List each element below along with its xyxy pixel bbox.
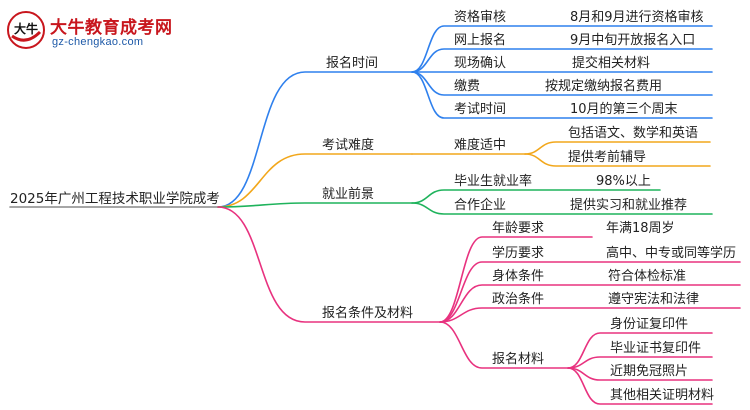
sub-subjects: 包括语文、数学和英语 [568, 126, 699, 141]
sub-diploma-copy: 毕业证书复印件 [610, 341, 702, 356]
value-physical-condition: 符合体检标准 [608, 269, 687, 284]
node-age-requirement: 年龄要求 [492, 221, 545, 236]
root-node: 2025年广州工程技术职业学院成考 [10, 191, 220, 207]
branch-requirements-materials: 报名条件及材料 [322, 306, 414, 321]
sub-other-proofs: 其他相关证明材料 [610, 388, 715, 403]
node-payment: 缴费 [454, 79, 481, 94]
value-payment: 按规定缴纳报名费用 [545, 79, 663, 94]
value-education-requirement: 高中、中专或同等学历 [606, 246, 737, 261]
branch-employment-prospects: 就业前景 [322, 187, 375, 202]
node-online-registration: 网上报名 [454, 33, 507, 48]
svg-text:大牛: 大牛 [14, 21, 38, 36]
connector-root-time [217, 71, 413, 208]
node-employment-rate: 毕业生就业率 [454, 174, 533, 189]
value-partner-companies: 提供实习和就业推荐 [570, 198, 688, 213]
node-application-materials: 报名材料 [492, 352, 545, 367]
value-exam-time: 10月的第三个周末 [570, 102, 678, 117]
node-onsite-confirmation: 现场确认 [454, 56, 507, 71]
value-online-registration: 9月中旬开放报名入口 [570, 33, 696, 48]
branch-registration-time: 报名时间 [326, 56, 379, 71]
sub-photo: 近期免冠照片 [610, 364, 689, 379]
connector-root-employment [217, 202, 413, 208]
connector-root-difficulty [217, 153, 413, 208]
sub-tutoring: 提供考前辅导 [568, 150, 647, 165]
sub-id-copy: 身份证复印件 [610, 317, 689, 332]
connector-root-requirements [217, 206, 441, 323]
node-physical-condition: 身体条件 [492, 269, 545, 284]
logo-title: 大牛教育成考网 [50, 18, 173, 38]
value-employment-rate: 98%以上 [596, 174, 651, 189]
value-political-condition: 遵守宪法和法律 [608, 292, 700, 307]
value-qualification-review: 8月和9月进行资格审核 [570, 10, 704, 25]
node-partner-companies: 合作企业 [454, 198, 507, 213]
node-political-condition: 政治条件 [492, 292, 545, 307]
node-qualification-review: 资格审核 [454, 10, 507, 25]
node-moderate-difficulty: 难度适中 [454, 138, 507, 153]
node-education-requirement: 学历要求 [492, 246, 545, 261]
value-onsite-confirmation: 提交相关材料 [572, 56, 651, 71]
node-exam-time: 考试时间 [454, 102, 507, 117]
value-age-requirement: 年满18周岁 [606, 221, 675, 236]
logo-url: gz-chengkao.com [52, 36, 144, 48]
branch-exam-difficulty: 考试难度 [322, 138, 375, 153]
logo-mark: 大牛 [6, 10, 46, 50]
